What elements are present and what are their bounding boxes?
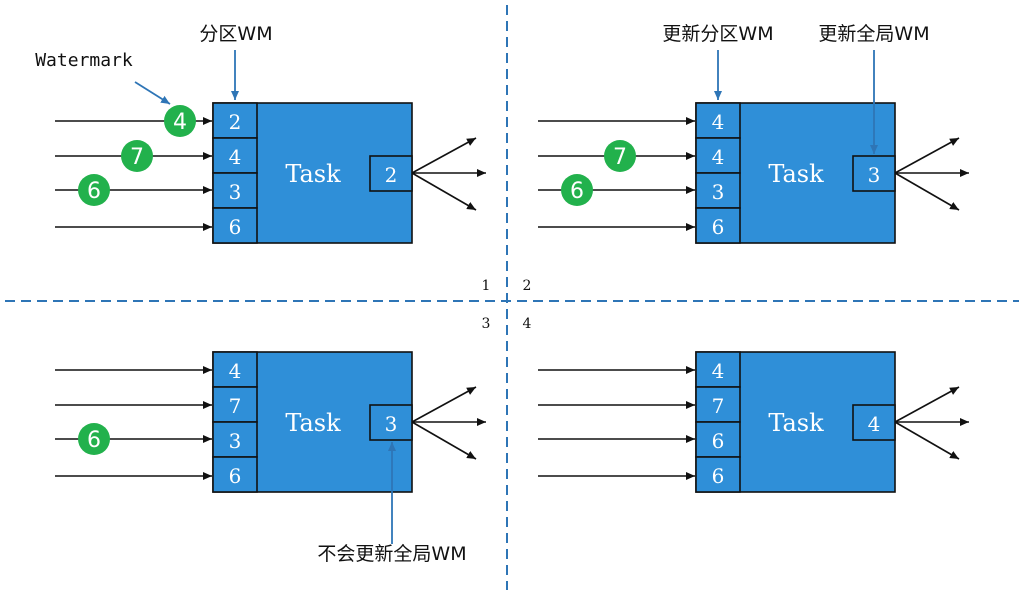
partition-wm-box [695,456,741,493]
output-arrow [894,421,960,460]
panel-3: Task 4 7 3 6 3 6 [55,351,486,493]
watermark-circle [78,174,110,206]
partition-wm-value: 4 [229,145,242,169]
partition-wm-value: 7 [229,394,242,418]
panel-2: Task 4 4 3 6 3 7 6 [538,102,969,244]
task-label: Task [285,160,341,188]
partition-wm-value: 6 [712,464,725,488]
output-arrow [411,172,477,211]
output-arrow [894,172,960,211]
global-wm-value: 4 [868,412,881,436]
watermark-value: 6 [87,179,101,204]
watermark-value: 6 [87,428,101,453]
update-partition-wm-label: 更新分区WM [662,23,773,45]
partition-wm-box [212,421,258,458]
output-arrow [894,137,960,174]
partition-wm-box [212,172,258,209]
task-label: Task [768,160,824,188]
partition-wm-box [695,351,741,388]
partition-wm-value: 4 [712,359,725,383]
partition-wm-value: 3 [229,429,242,453]
global-wm-value: 3 [868,163,881,187]
global-wm-value: 3 [385,412,398,436]
global-wm-box [369,404,413,441]
partition-wm-value: 6 [229,464,242,488]
partition-wm-box [695,102,741,139]
partition-wm-box [695,137,741,174]
partition-wm-box [212,456,258,493]
output-arrow [411,137,477,174]
partition-wm-value: 4 [712,110,725,134]
partition-wm-value: 3 [229,180,242,204]
watermark-circle [561,174,593,206]
watermark-circle [121,140,153,172]
watermark-value: 7 [130,145,144,170]
quadrant-number-1: 1 [482,278,491,294]
partition-wm-box [695,421,741,458]
partition-wm-box [212,207,258,244]
task-label: Task [285,409,341,437]
partition-wm-box [695,172,741,209]
no-update-global-wm-label: 不会更新全局WM [317,543,466,565]
global-wm-box [852,155,896,192]
watermark-value: 7 [613,145,627,170]
partition-wm-value: 6 [712,429,725,453]
panel-4: Task 4 7 6 6 4 [538,351,969,493]
partition-wm-value: 6 [229,215,242,239]
watermark-circle [164,105,196,137]
partition-wm-value: 4 [229,359,242,383]
partition-wm-value: 3 [712,180,725,204]
partition-wm-box [212,386,258,423]
watermark-circle [604,140,636,172]
partition-wm-value: 2 [229,110,242,134]
task-label: Task [768,409,824,437]
output-arrow [411,421,477,460]
partition-wm-value: 4 [712,145,725,169]
output-arrow [894,386,960,423]
watermark-circle [78,423,110,455]
watermark-label: Watermark [35,50,133,71]
update-global-wm-label: 更新全局WM [818,23,929,45]
quadrant-number-4: 4 [523,316,532,332]
global-wm-value: 2 [385,163,398,187]
watermark-callout-arrow [134,81,171,105]
partition-wm-value: 7 [712,394,725,418]
watermark-value: 6 [570,179,584,204]
partition-wm-label: 分区WM [199,23,272,45]
partition-wm-value: 6 [712,215,725,239]
output-arrow [411,386,477,423]
global-wm-box [852,404,896,441]
watermark-value: 4 [173,110,187,135]
quadrant-number-2: 2 [523,278,532,294]
panel-1: Task 2 4 3 6 2 4 7 6 [55,102,486,244]
quadrant-number-3: 3 [482,316,491,332]
partition-wm-box [695,207,741,244]
